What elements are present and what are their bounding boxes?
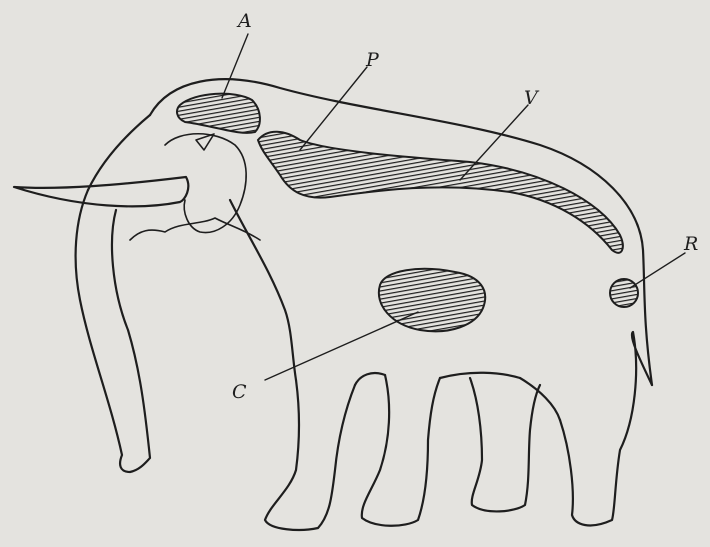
leader-r [630,253,685,288]
front-leg-left [265,380,355,530]
label-r: R [683,233,698,255]
elephant-outline [14,79,652,530]
rump-outline [560,332,652,525]
label-c: C [232,381,247,403]
region-p-v [258,132,623,253]
shaded-regions [177,94,638,332]
leader-a [222,34,248,98]
face-outline [88,115,150,190]
label-a: A [236,10,252,32]
tusk [14,177,188,206]
eye-mark [196,134,214,150]
region-r [610,279,638,307]
trunk-outline [76,190,150,472]
region-a [177,94,260,133]
leader-p [300,67,367,150]
chest-outline [230,200,296,380]
front-leg-right [362,375,440,526]
hind-leg-left [470,378,540,511]
label-v: V [524,87,540,109]
label-p: P [365,49,380,71]
